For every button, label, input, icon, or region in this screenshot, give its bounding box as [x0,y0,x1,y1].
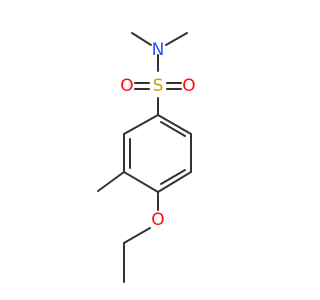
bond-ring-inner-c [160,121,186,137]
bond-ring-inner-b [160,169,186,185]
bond-ring-4-5 [157,171,192,193]
atom-labels-group: N S O O O [120,40,195,230]
atom-sulfur: S [153,76,164,96]
bond-ring-methyl [97,171,125,192]
atom-nitrogen: N [152,40,165,60]
bond-ring-6-1 [157,114,192,135]
bond-o-ch2 [123,227,151,244]
bond-n-methyl-right [165,32,188,46]
atom-oxygen-ether: O [151,210,164,230]
molecule-structure: N S O O O [97,32,196,283]
atom-oxygen-right: O [182,76,195,96]
atom-oxygen-left: O [120,76,133,96]
bonds-group [97,32,192,283]
bond-ring-3-4 [123,171,159,193]
molecule-canvas: N S O O O [97,32,196,283]
bond-ring-1-2 [123,114,159,135]
bond-n-methyl-left [131,32,152,46]
